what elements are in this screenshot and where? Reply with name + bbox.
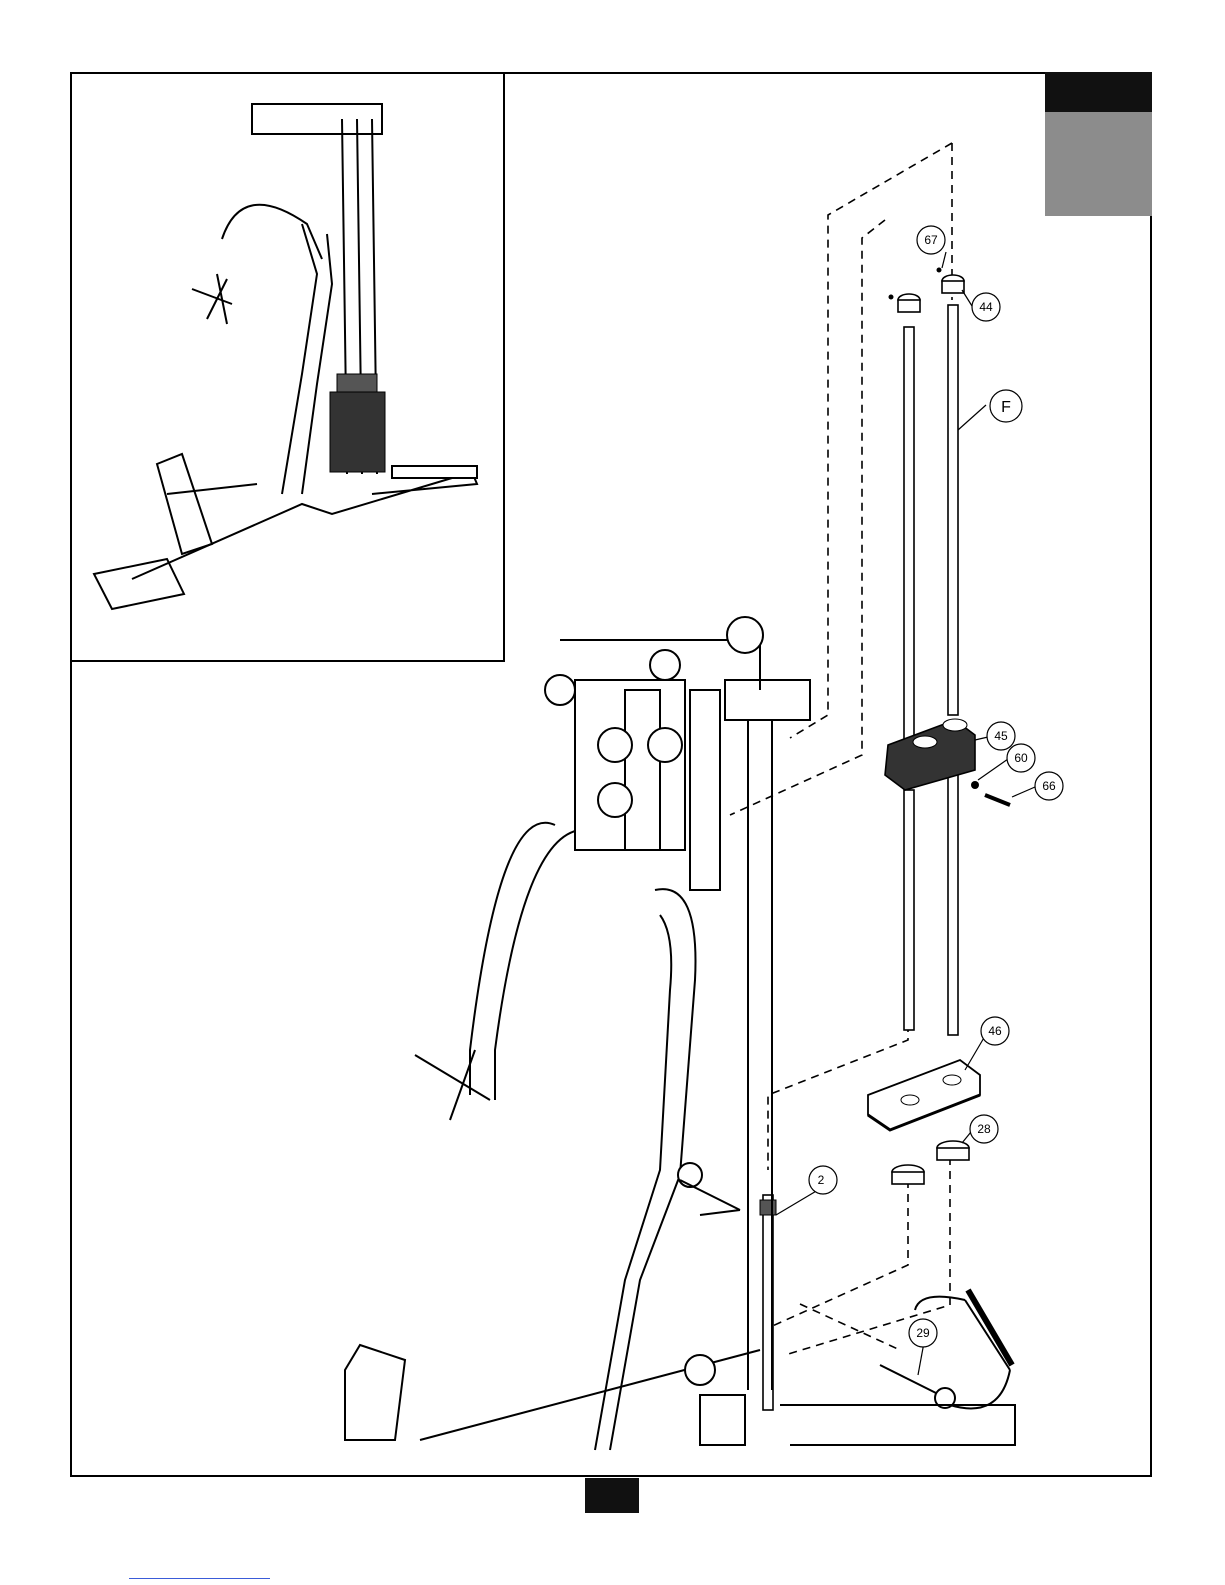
callout-45: 45 [994,729,1008,743]
callout-67: 67 [924,233,938,247]
callout-60: 60 [1014,751,1028,765]
callout-29: 29 [916,1326,930,1340]
selector-stem [760,1195,776,1410]
callout-2: 2 [818,1173,825,1187]
callout-46: 46 [988,1024,1002,1038]
callout-f: F [1001,399,1011,416]
callout-28: 28 [977,1122,991,1136]
footer-link-underline [129,1578,270,1579]
callout-66: 66 [1042,779,1056,793]
selector-pin [880,1290,1012,1408]
guide-rods [904,305,958,1035]
callout-circles [809,226,1063,1347]
page-number-box [585,1478,639,1513]
bottom-plate-part [868,1060,980,1130]
rubber-bumpers [892,1141,969,1184]
callout-44: 44 [979,300,993,314]
